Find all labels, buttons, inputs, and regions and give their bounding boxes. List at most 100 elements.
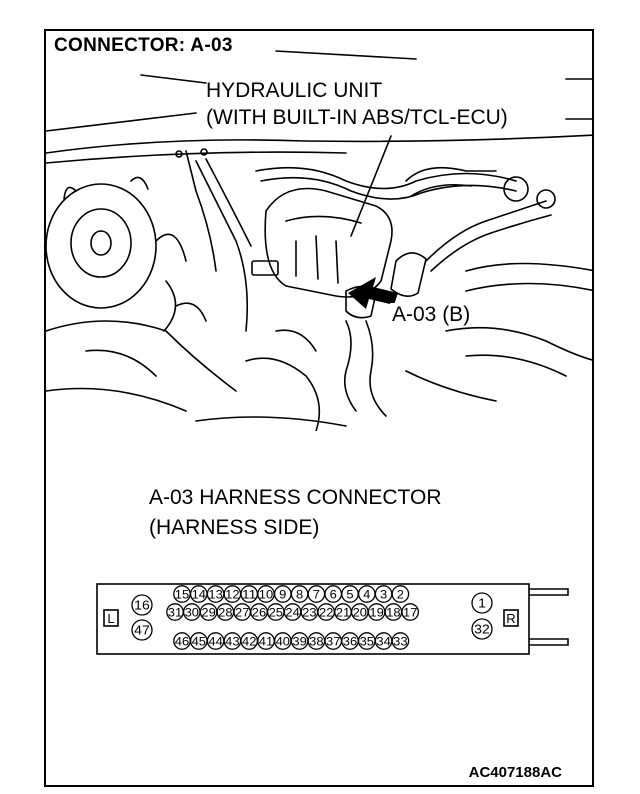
pin-1: 1 [471, 592, 493, 614]
pin-28: 28 [216, 603, 235, 621]
pin-number: 25 [269, 605, 284, 619]
pin-3: 3 [374, 585, 393, 603]
pin-number: 24 [285, 605, 300, 619]
pin-number: 35 [360, 634, 375, 648]
pin-number: 37 [326, 634, 341, 648]
pin-number: 47 [134, 623, 150, 638]
connector-tab-top [529, 588, 569, 596]
pin-number: 38 [309, 634, 324, 648]
pin-42: 42 [240, 632, 259, 650]
figure-frame: CONNECTOR: A-03 HYDRAULIC UNIT (WITH BUI… [44, 29, 594, 787]
pin-circle [131, 619, 153, 641]
pin-47: 47 [131, 619, 153, 641]
pin-34: 34 [374, 632, 393, 650]
pin-number: 32 [474, 622, 490, 637]
pin-31: 31 [166, 603, 184, 621]
pin-25: 25 [266, 603, 285, 621]
pin-circle [131, 594, 153, 616]
hydraulic-unit-label: HYDRAULIC UNIT [206, 79, 383, 102]
pin-number: 45 [192, 634, 207, 648]
pin-number: 36 [343, 634, 358, 648]
pin-number: 6 [330, 587, 338, 601]
pin-32: 32 [471, 618, 493, 640]
pin-30: 30 [182, 603, 201, 621]
right-side-marker [503, 609, 519, 627]
pin-40: 40 [273, 632, 292, 650]
pin-43: 43 [223, 632, 242, 650]
pin-number: 16 [134, 598, 150, 613]
pin-number: 11 [242, 587, 257, 601]
engine-bay-illustration [46, 50, 592, 431]
pin-39: 39 [290, 632, 309, 650]
hydraulic-unit-sublabel: (WITH BUILT-IN ABS/TCL-ECU) [206, 106, 508, 129]
pin-number: 41 [259, 634, 274, 648]
pin-2: 2 [391, 585, 410, 603]
pin-8: 8 [290, 585, 309, 603]
connector-callout-label: A-03 (B) [390, 303, 473, 327]
pin-number: 15 [175, 587, 190, 601]
pin-number: 21 [336, 605, 351, 619]
pin-44: 44 [206, 632, 225, 650]
connector-tab-bottom [529, 638, 569, 646]
pin-36: 36 [341, 632, 359, 650]
pin-number: 26 [252, 605, 267, 619]
pin-19: 19 [367, 603, 386, 621]
figure-code: AC407188AC [468, 764, 562, 781]
pin-35: 35 [357, 632, 376, 650]
pin-number: 8 [296, 587, 304, 601]
left-side-marker [103, 609, 119, 627]
pin-number: 7 [313, 587, 321, 601]
pin-13: 13 [206, 585, 225, 603]
pin-20: 20 [350, 603, 369, 621]
pin-29: 29 [199, 603, 218, 621]
pin-41: 41 [257, 632, 275, 650]
pin-4: 4 [357, 585, 376, 603]
pin-circle [391, 585, 410, 603]
pin-11: 11 [240, 585, 259, 603]
pin-number: 44 [208, 634, 223, 648]
pin-37: 37 [324, 632, 343, 650]
pin-26: 26 [250, 603, 268, 621]
pin-38: 38 [307, 632, 326, 650]
pin-number: 13 [208, 587, 223, 601]
pin-number: 4 [363, 587, 371, 601]
right-side-label: R [506, 611, 515, 626]
pin-number: 33 [393, 634, 408, 648]
pin-24: 24 [283, 603, 302, 621]
pin-number: 3 [380, 587, 388, 601]
pin-number: 14 [192, 587, 207, 601]
pin-number: 39 [292, 634, 307, 648]
pin-12: 12 [223, 585, 242, 603]
pin-number: 5 [346, 587, 354, 601]
pin-circle [401, 603, 420, 621]
pin-21: 21 [334, 603, 352, 621]
pin-number: 10 [259, 587, 274, 601]
pin-23: 23 [300, 603, 319, 621]
pin-number: 17 [403, 605, 418, 619]
pin-5: 5 [341, 585, 359, 603]
pin-number: 20 [353, 605, 368, 619]
pin-number: 43 [225, 634, 240, 648]
pin-16: 16 [131, 594, 153, 616]
pin-45: 45 [189, 632, 208, 650]
pin-number: 23 [302, 605, 317, 619]
pin-18: 18 [384, 603, 403, 621]
pin-10: 10 [257, 585, 275, 603]
pin-14: 14 [189, 585, 208, 603]
pin-number: 31 [168, 605, 183, 619]
pin-number: 12 [225, 587, 240, 601]
pin-15: 15 [173, 585, 191, 603]
pin-number: 27 [235, 605, 250, 619]
harness-connector-subtitle: (HARNESS SIDE) [149, 516, 320, 539]
pin-circle [471, 592, 493, 614]
pin-number: 40 [276, 634, 291, 648]
pin-number: 9 [279, 587, 287, 601]
pin-6: 6 [324, 585, 343, 603]
pin-22: 22 [317, 603, 336, 621]
harness-connector-title: A-03 HARNESS CONNECTOR [149, 486, 442, 509]
pin-circle [391, 632, 410, 650]
pin-number: 34 [376, 634, 391, 648]
pin-number: 2 [397, 587, 405, 601]
pin-33: 33 [391, 632, 410, 650]
